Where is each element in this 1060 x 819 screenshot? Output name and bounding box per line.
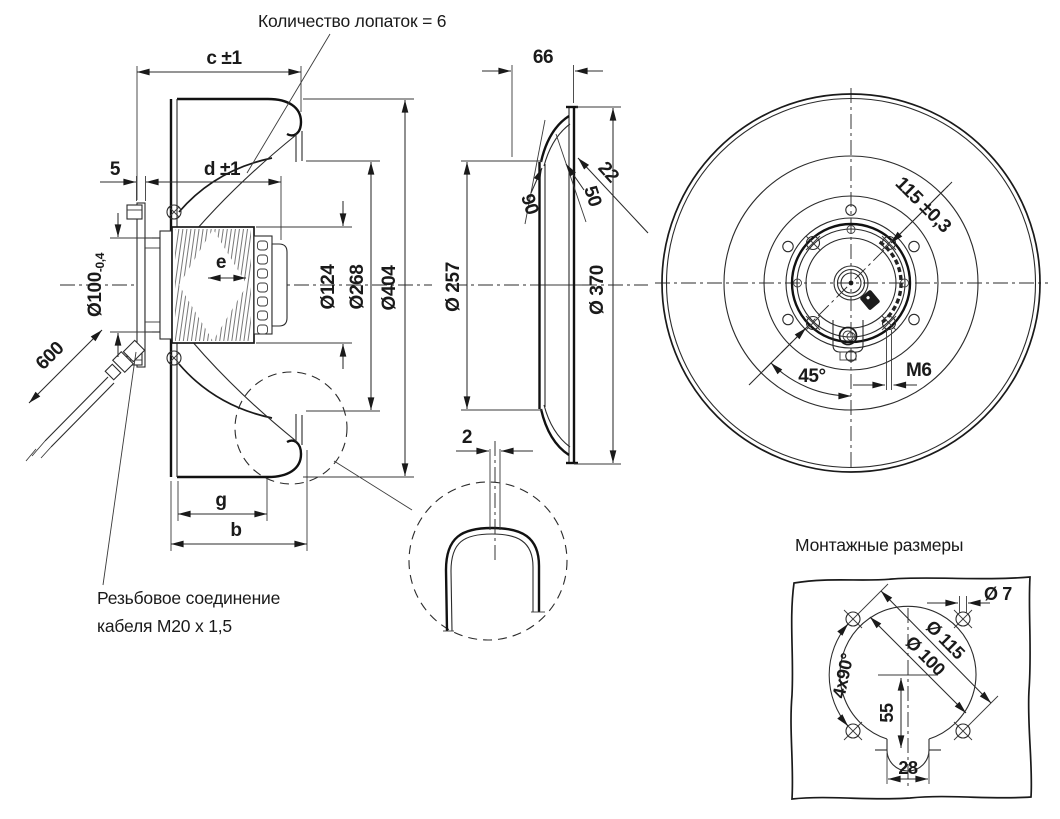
right-view: 115 ±0,3 45° M6: [655, 88, 1048, 473]
dim-label-28: 28: [898, 758, 918, 778]
terminal-bracket: [832, 320, 864, 361]
cable-line-1: [44, 376, 109, 442]
mounting-plate-outline: [790, 576, 1033, 800]
nameplate: [860, 290, 880, 310]
dim-label-5: 5: [110, 159, 121, 180]
cable-note-leader: [102, 351, 137, 586]
blade-edge-bottom: [180, 327, 297, 442]
dim-label-2: 2: [462, 427, 472, 448]
dim-label-115: 115 ±0,3: [891, 173, 955, 237]
shroud-cone-bottom: [178, 363, 273, 419]
backplate-circle: [723, 155, 979, 411]
rolled-rim-inner: [450, 533, 534, 632]
shroud-cone-top: [178, 157, 273, 213]
middle-view-dimensions: 66 90 50 22 Ø 257 Ø 370: [443, 47, 649, 465]
dim-label-d268: Ø268: [347, 265, 368, 310]
dim-label-d257: Ø 257: [443, 262, 464, 312]
rolled-rim-outer: [444, 526, 541, 632]
dim-label-m6: M6: [906, 360, 932, 381]
cable-line-2: [50, 382, 115, 448]
rim-detail: 2: [408, 427, 568, 641]
detail-region-circle: [234, 371, 348, 485]
blade-note-leader: [246, 33, 331, 174]
dim-label-e: e: [216, 252, 226, 273]
dim-label-45: 45°: [798, 366, 826, 387]
motor-hub: [782, 204, 920, 362]
dim-label-d404: Ø404: [379, 265, 400, 311]
shaft-boss: [833, 265, 869, 301]
motor-spacer: [159, 230, 173, 340]
hub-outer-circle: [763, 195, 939, 371]
motor-end-cap: [271, 243, 288, 327]
cable-note-line1: Резьбовое соединение: [97, 588, 280, 608]
mounting-hole: [953, 609, 973, 629]
dim-label-d124: Ø124: [318, 264, 339, 310]
mounting-dimensions: Ø 7 Ø 115 Ø 100 4x90° 55 28: [829, 583, 1013, 784]
inner-bolts: [793, 225, 909, 341]
dim-label-g: g: [215, 490, 226, 511]
dim-label-50: 50: [579, 183, 605, 209]
middle-view: 66 90 50 22 Ø 257 Ø 370: [443, 47, 649, 465]
motor-assembly: [126, 202, 288, 368]
stator-gap: [179, 229, 247, 341]
motor-vent-ring: [253, 235, 273, 335]
backplate-bolt-top: [166, 204, 182, 220]
motor-flange-plate: [136, 202, 146, 368]
fan-outer-rim: [661, 93, 1041, 473]
mounting-panel: Монтажные размеры Ø 7: [790, 535, 1033, 800]
backplate-bolt-bottom: [166, 350, 182, 366]
detail-leader: [333, 460, 413, 511]
dim-label-d370: Ø 370: [587, 265, 608, 315]
left-view: c ±1 5 d ±1 e Ø100-0,4 600: [25, 11, 446, 636]
mounting-hole: [953, 721, 973, 741]
dim-label-d: d ±1: [204, 159, 241, 180]
stator-segment-band: [878, 240, 903, 326]
blade-count-note: Количество лопаток = 6: [258, 11, 446, 31]
cable-note-line2: кабеля М20 х 1,5: [97, 616, 232, 636]
dim-label-c: c ±1: [206, 48, 242, 69]
dim-label-d100: Ø100-0,4: [85, 252, 107, 317]
left-view-dimensions: c ±1 5 d ±1 e Ø100-0,4 600: [28, 48, 414, 551]
dim-label-22: 22: [593, 158, 622, 187]
flange-screw-top: [126, 204, 143, 220]
mounting-title: Монтажные размеры: [795, 535, 963, 555]
dim-label-4x90: 4x90°: [829, 651, 858, 700]
motor-bell: [144, 237, 161, 333]
dim-label-d7: Ø 7: [984, 584, 1012, 604]
detail-circle: [408, 481, 568, 641]
dim-label-b: b: [230, 520, 241, 541]
dim-label-55: 55: [877, 703, 897, 723]
dim-label-66: 66: [533, 47, 553, 68]
